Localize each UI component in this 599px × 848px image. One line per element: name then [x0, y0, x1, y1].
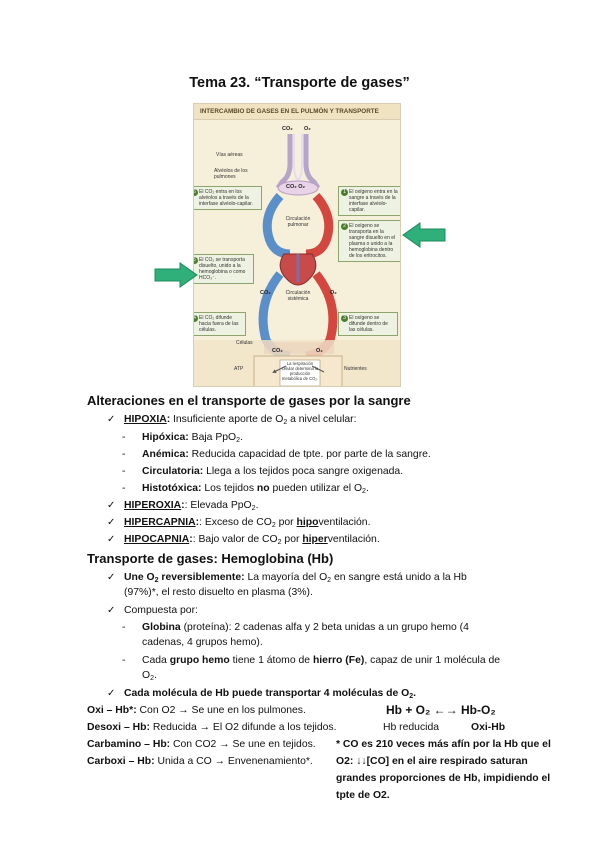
atp-label: ATP [234, 366, 244, 372]
pulmonary-circulation-label: Circulación pulmonar [285, 216, 311, 228]
left-green-arrow [154, 262, 198, 288]
dash-marker: - [122, 483, 126, 494]
right-green-arrow [402, 222, 446, 248]
co-note-line-1: * CO es 210 veces más afín por la Hb que… [336, 739, 551, 750]
check-icon: ✓ [107, 605, 116, 616]
check-icon: ✓ [107, 688, 116, 699]
step-3-number: 3 [341, 315, 348, 322]
check-icon: ✓ [107, 572, 116, 583]
co2-left-label: CO₂ [260, 290, 271, 296]
dash-marker: - [122, 466, 126, 477]
step-6-number: 6 [194, 189, 198, 196]
globina-line-2: cadenas, 4 grupos hemo). [142, 637, 263, 648]
step-2-box: 2 El oxígeno se transporta en la sangre … [338, 220, 400, 262]
o2-cells-label: O₂ [316, 348, 323, 354]
step-1-number: 1 [341, 189, 348, 196]
step-6-box: 6 El CO₂ entra en los alvéolos a través … [194, 186, 262, 210]
co2-airway-label: CO₂ [282, 126, 293, 132]
alveolar-gases-label: CO₂ O₂ [286, 184, 305, 190]
co-note-line-3: grandes proporciones de Hb, impidiendo e… [336, 773, 551, 784]
dash-marker: - [122, 432, 126, 443]
o2-airway-label: O₂ [304, 126, 311, 132]
co2-cells-label: CO₂ [272, 348, 283, 354]
une-o2-line-2: (97%)*, el resto disuelto en plasma (3%)… [124, 587, 313, 598]
grupo-hemo-line-2: O2. [142, 670, 157, 682]
systemic-circulation-label: Circulación sistémica [285, 290, 311, 302]
o2-right-label: O₂ [330, 290, 337, 296]
check-icon: ✓ [107, 517, 116, 528]
cell-respiration-note: La respiración celular determina la prod… [281, 361, 319, 382]
step-5-box: 5 El CO₂ se transporta disuelto, unido a… [194, 254, 254, 284]
desoxi-hb-row: Desoxi – Hb: Reducida → El O2 difunde a … [87, 722, 337, 733]
oxi-hb-label: Oxi-Hb [471, 722, 506, 733]
oxi-hb-row: Oxi – Hb*: Con O2 → Se une en los pulmon… [87, 705, 306, 716]
grupo-hemo-line: Cada grupo hemo tiene 1 átomo de hierro … [142, 655, 501, 666]
step-4-number: 4 [194, 315, 198, 322]
hb-equation: Hb + O₂ ←→ Hb-O₂ [386, 703, 496, 717]
carbamino-hb-row: Carbamino – Hb: Con CO2 → Se une en teji… [87, 739, 316, 750]
dash-marker: - [122, 449, 126, 460]
carboxi-hb-row: Carboxi – Hb: Unida a CO → Envenenamient… [87, 756, 313, 767]
step-4-box: 4 El CO₂ difunde hacia fuera de las célu… [194, 312, 246, 336]
cells-label: Células [236, 340, 253, 346]
circulation-diagram [194, 134, 400, 386]
step-1-box: 1 El oxígeno entra en la sangre a través… [338, 186, 400, 216]
step-3-box: 3 El oxígeno se difunde dentro de las cé… [338, 312, 398, 336]
compuesta-line: Compuesta por: [124, 605, 198, 616]
transporte-heading: Transporte de gases: Hemoglobina (Hb) [87, 551, 334, 566]
page-title: Tema 23. “Transporte de gases” [189, 75, 410, 91]
hiperoxia-line: HIPEROXIA:: Elevada PpO2. [124, 500, 259, 512]
hipocapnia-line: HIPOCAPNIA:: Bajo valor de CO2 por hiper… [124, 534, 380, 546]
dash-marker: - [122, 655, 126, 666]
hipoxia-type-histotoxica: Histotóxica: Los tejidos no pueden utili… [142, 483, 369, 495]
une-o2-line: Une O2 reversiblemente: La mayoría del O… [124, 572, 467, 584]
step-5-number: 5 [194, 257, 198, 264]
check-icon: ✓ [107, 500, 116, 511]
hb-reducida-label: Hb reducida [383, 722, 440, 733]
nutrients-label: Nutrientes [344, 366, 367, 372]
airways-label: Vías aéreas [216, 152, 243, 158]
step-2-number: 2 [341, 223, 348, 230]
cada-molecula-line: Cada molécula de Hb puede transportar 4 … [124, 688, 417, 700]
co-note-line-4: tpte de O2. [336, 790, 390, 801]
check-icon: ✓ [107, 534, 116, 545]
check-icon: ✓ [107, 414, 116, 425]
hipoxia-type-hipoxica: Hipóxica: Baja PpO2. [142, 432, 243, 444]
globina-line: Globina (proteína): 2 cadenas alfa y 2 b… [142, 622, 469, 633]
dash-marker: - [122, 622, 126, 633]
alveoli-label: Alvéolos de los pulmones [214, 168, 248, 180]
gas-exchange-figure: INTERCAMBIO DE GASES EN EL PULMÓN Y TRAN… [193, 103, 401, 387]
hipoxia-type-anemica: Anémica: Reducida capacidad de tpte. por… [142, 449, 431, 460]
hipoxia-type-circulatoria: Circulatoria: Llega a los tejidos poca s… [142, 466, 404, 477]
figure-header: INTERCAMBIO DE GASES EN EL PULMÓN Y TRAN… [194, 104, 400, 120]
co-note-line-2: O2: ↓↓[CO] en el aire respirado saturan [336, 756, 528, 767]
hipoxia-line: HIPOXIA:: Insuficiente aporte de O2 a ni… [124, 414, 357, 426]
alteraciones-heading: Alteraciones en el transporte de gases p… [87, 393, 411, 408]
hipercapnia-line: HIPERCAPNIA:: Exceso de CO2 por hipovent… [124, 517, 371, 529]
